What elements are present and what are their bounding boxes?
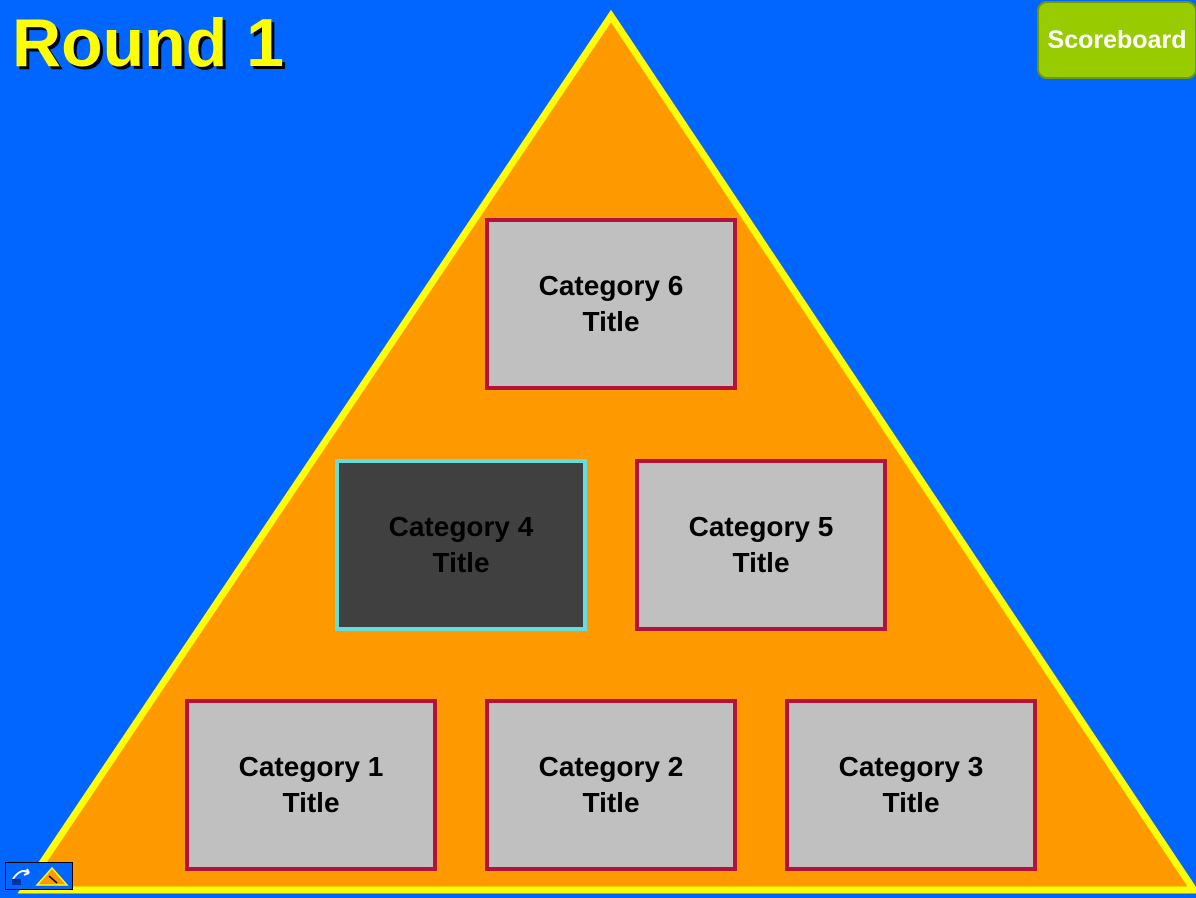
category-1-label: Category 1 [238,751,384,782]
category-2-title: Title [582,787,640,818]
category-1-title: Title [282,787,340,818]
category-6-label: Category 6 [538,270,684,301]
category-5-tile[interactable]: Category 5 Title [635,459,887,631]
category-5-title: Title [732,547,790,578]
round-title: Round 1 [12,5,284,81]
scoreboard-button[interactable]: Scoreboard [1037,1,1196,79]
category-5-label: Category 5 [688,511,834,542]
back-arrow-icon [12,868,30,885]
category-2-label: Category 2 [538,751,684,782]
slide-navigation-icon[interactable] [5,862,73,890]
category-3-label: Category 3 [838,751,984,782]
category-1-tile[interactable]: Category 1 Title [185,699,437,871]
category-3-tile[interactable]: Category 3 Title [785,699,1037,871]
category-4-label: Category 4 [388,511,534,542]
category-6-title: Title [582,306,640,337]
category-6-tile[interactable]: Category 6 Title [485,218,737,390]
category-2-tile[interactable]: Category 2 Title [485,699,737,871]
category-4-tile[interactable]: Category 4 Title [335,459,587,631]
category-3-title: Title [882,787,940,818]
category-4-title: Title [432,547,490,578]
triangle-thumbnail-icon [35,866,69,886]
